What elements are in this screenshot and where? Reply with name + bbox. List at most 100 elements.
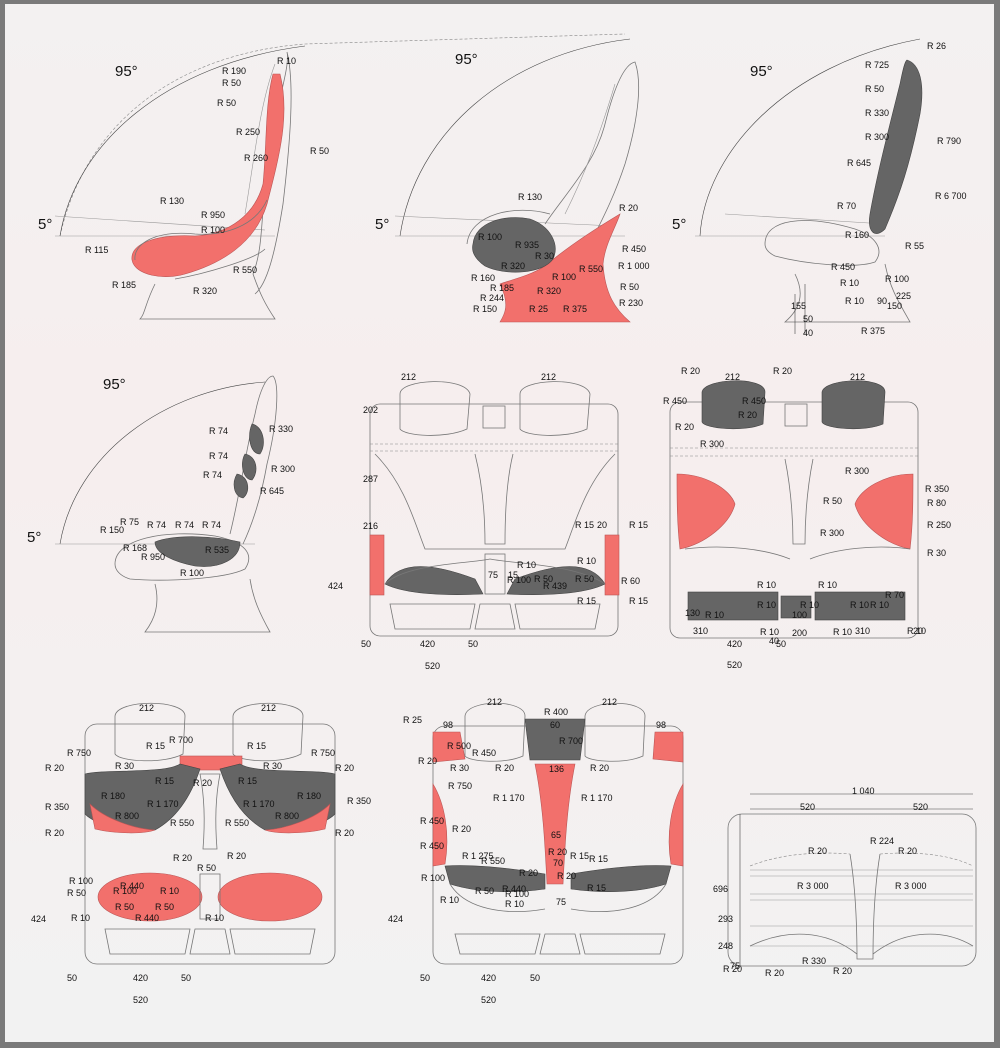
dimension-label: 287 — [363, 474, 378, 484]
dimension-label: 50 — [468, 639, 478, 649]
dimension-label: 212 — [725, 372, 740, 382]
dimension-label: 75 — [730, 961, 740, 971]
dimension-label: 98 — [656, 720, 666, 730]
panel-front-view-2 — [669, 380, 919, 639]
dimension-label: 70 — [553, 858, 563, 868]
dimension-label: 520 — [481, 995, 496, 1005]
dimension-label: 75 — [488, 570, 498, 580]
dimension-label: 212 — [487, 697, 502, 707]
radius-label: R 10 — [277, 56, 296, 66]
panel-side-view-3 — [695, 38, 923, 334]
radius-label: R 60 — [621, 576, 640, 586]
radius-label: R 375 — [861, 326, 885, 336]
radius-label: R 50 — [222, 78, 241, 88]
radius-label: R 15 — [570, 851, 589, 861]
radius-label: R 20 — [675, 422, 694, 432]
radius-label: R 30 — [115, 761, 134, 771]
radius-label: R 100 — [201, 225, 225, 235]
radius-label: R 440 — [120, 881, 144, 891]
radius-label: R 725 — [865, 60, 889, 70]
radius-label: R 790 — [937, 136, 961, 146]
dimension-label: 202 — [363, 405, 378, 415]
radius-label: R 750 — [67, 748, 91, 758]
dimension-label: 50 — [776, 639, 786, 649]
radius-label: R 320 — [537, 286, 561, 296]
radius-label: R 20 — [45, 828, 64, 838]
radius-label: R 30 — [263, 761, 282, 771]
dimension-label: 50 — [420, 973, 430, 983]
radius-label: R 50 — [534, 574, 553, 584]
radius-label: R 450 — [420, 816, 444, 826]
radius-label: R 70 — [885, 590, 904, 600]
radius-label: R 20 — [723, 964, 742, 974]
radius-label: R 74 — [209, 426, 228, 436]
panel-side-view-4 — [55, 375, 278, 633]
radius-label: R 10 — [757, 600, 776, 610]
radius-label: R 160 — [471, 273, 495, 283]
dimension-label: 15 — [508, 570, 518, 580]
dimension-label: 225 — [896, 291, 911, 301]
radius-label: R 20 — [738, 410, 757, 420]
panel-side-view-1 — [54, 33, 626, 320]
dimension-label: 100 — [792, 610, 807, 620]
radius-label: R 550 — [233, 265, 257, 275]
radius-label: R 100 — [180, 568, 204, 578]
dimension-label: 520 — [425, 661, 440, 671]
radius-label: R 50 — [115, 902, 134, 912]
dimension-label: 212 — [401, 372, 416, 382]
radius-label: R 100 — [505, 889, 529, 899]
radius-label: R 375 — [563, 304, 587, 314]
radius-label: R 20 — [833, 966, 852, 976]
radius-label: R 20 — [765, 968, 784, 978]
radius-label: R 20 — [590, 763, 609, 773]
radius-label: R 330 — [865, 108, 889, 118]
radius-label: R 20 — [548, 847, 567, 857]
radius-label: R 20 — [335, 828, 354, 838]
radius-label: R 74 — [202, 520, 221, 530]
radius-label: R 10 — [800, 600, 819, 610]
radius-label: R 550 — [579, 264, 603, 274]
radius-label: R 20 — [773, 366, 792, 376]
radius-label: R 15 — [577, 596, 596, 606]
radius-label: R 230 — [619, 298, 643, 308]
dimension-label: 420 — [481, 973, 496, 983]
radius-label: R 20 — [45, 763, 64, 773]
radius-label: R 10 — [505, 899, 524, 909]
radius-label: R 150 — [100, 525, 124, 535]
radius-label: R 10 — [705, 610, 724, 620]
angle-label: 5° — [672, 216, 686, 233]
radius-label: R 180 — [101, 791, 125, 801]
radius-label: R 100 — [421, 873, 445, 883]
angle-label: 95° — [455, 51, 478, 68]
angle-label: 95° — [750, 63, 773, 80]
radius-label: R 74 — [175, 520, 194, 530]
radius-label: R 330 — [802, 956, 826, 966]
radius-label: R 535 — [205, 545, 229, 555]
radius-label: R 100 — [885, 274, 909, 284]
radius-label: R 26 — [927, 41, 946, 51]
dimension-label: 212 — [602, 697, 617, 707]
radius-label: R 450 — [420, 841, 444, 851]
dimension-label: 90 — [877, 296, 887, 306]
radius-label: R 50 — [155, 902, 174, 912]
radius-label: R 15 — [629, 520, 648, 530]
panel-side-view-2 — [394, 38, 639, 323]
radius-label: R 800 — [115, 811, 139, 821]
radius-label: R 500 — [447, 741, 471, 751]
dimension-label: 520 — [800, 802, 815, 812]
radius-label: R 645 — [847, 158, 871, 168]
dimension-label: 40 — [803, 328, 813, 338]
panel-front-view-4 — [432, 702, 684, 965]
radius-label: R 700 — [169, 735, 193, 745]
radius-label: R 130 — [160, 196, 184, 206]
radius-label: R 15 — [247, 741, 266, 751]
dimension-label: 424 — [388, 914, 403, 924]
radius-label: R 115 — [85, 245, 108, 255]
radius-label: R 244 — [480, 293, 504, 303]
radius-label: R 10 — [517, 560, 536, 570]
radius-label: R 50 — [865, 84, 884, 94]
radius-label: R 550 — [481, 856, 505, 866]
radius-label: R 50 — [475, 886, 494, 896]
